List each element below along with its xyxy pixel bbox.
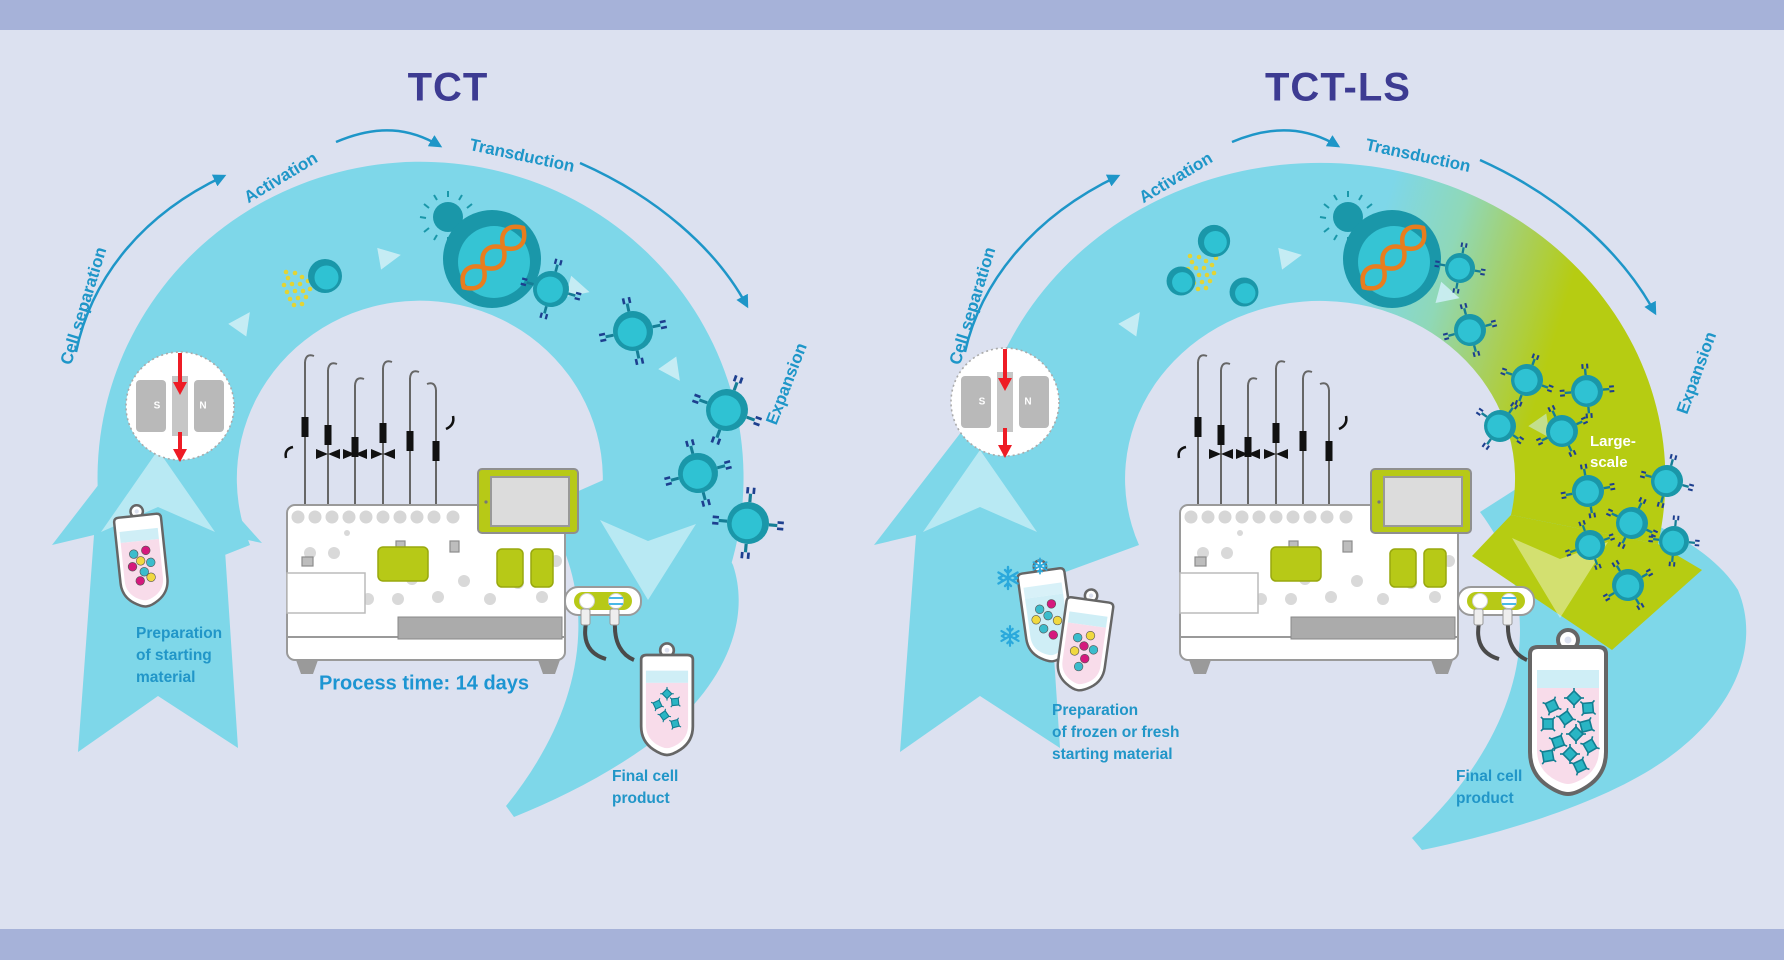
tct-ls-title: TCT-LS: [1265, 65, 1411, 110]
tct-stage-arrows: [74, 129, 749, 353]
top-border-bar: [0, 0, 1784, 30]
magnet-north-label: N: [1024, 396, 1032, 408]
starting-material-bag: [111, 501, 172, 611]
flow-chevron-down: [600, 520, 696, 600]
flow-chevron-up: [923, 450, 1037, 532]
caption-line: Final cell: [612, 768, 679, 785]
preparation-caption: Preparation of frozen or fresh starting …: [1052, 700, 1179, 766]
magnet-south-label: S: [153, 400, 161, 412]
preparation-caption: Preparation of starting material: [136, 623, 222, 689]
final-product-caption: Final cell product: [612, 766, 678, 810]
bioreactor-machine: [1176, 353, 1536, 676]
process-time-label: Process time: 14 days: [318, 672, 530, 695]
magnet-south-label: S: [978, 396, 986, 408]
caption-line: product: [1456, 790, 1514, 807]
caption-line: Large-: [1590, 433, 1636, 450]
final-product-caption: Final cell product: [1456, 766, 1522, 810]
caption-line: Preparation: [136, 625, 223, 642]
bottom-border-bar: [0, 929, 1784, 960]
frozen-starting-material-bag: [997, 555, 1078, 666]
caption-line: scale: [1590, 454, 1628, 471]
final-product-bag: [639, 642, 695, 757]
tct-title: TCT: [407, 65, 489, 110]
final-product-bag: [1528, 628, 1608, 796]
caption-line: material: [136, 669, 196, 686]
tctls-stage-arrows: [963, 129, 1657, 353]
fresh-starting-material-bag: [1053, 584, 1117, 695]
large-scale-arrowhead: [1472, 515, 1702, 650]
magnet-north-label: N: [199, 400, 207, 412]
caption-line: of starting: [136, 647, 212, 664]
large-scale-label: Large- scale: [1590, 431, 1636, 473]
caption-line: of frozen or fresh: [1052, 724, 1180, 741]
caption-line: starting material: [1052, 746, 1173, 763]
caption-line: Final cell: [1456, 768, 1523, 785]
caption-line: Preparation: [1052, 702, 1139, 719]
caption-line: product: [612, 790, 670, 807]
